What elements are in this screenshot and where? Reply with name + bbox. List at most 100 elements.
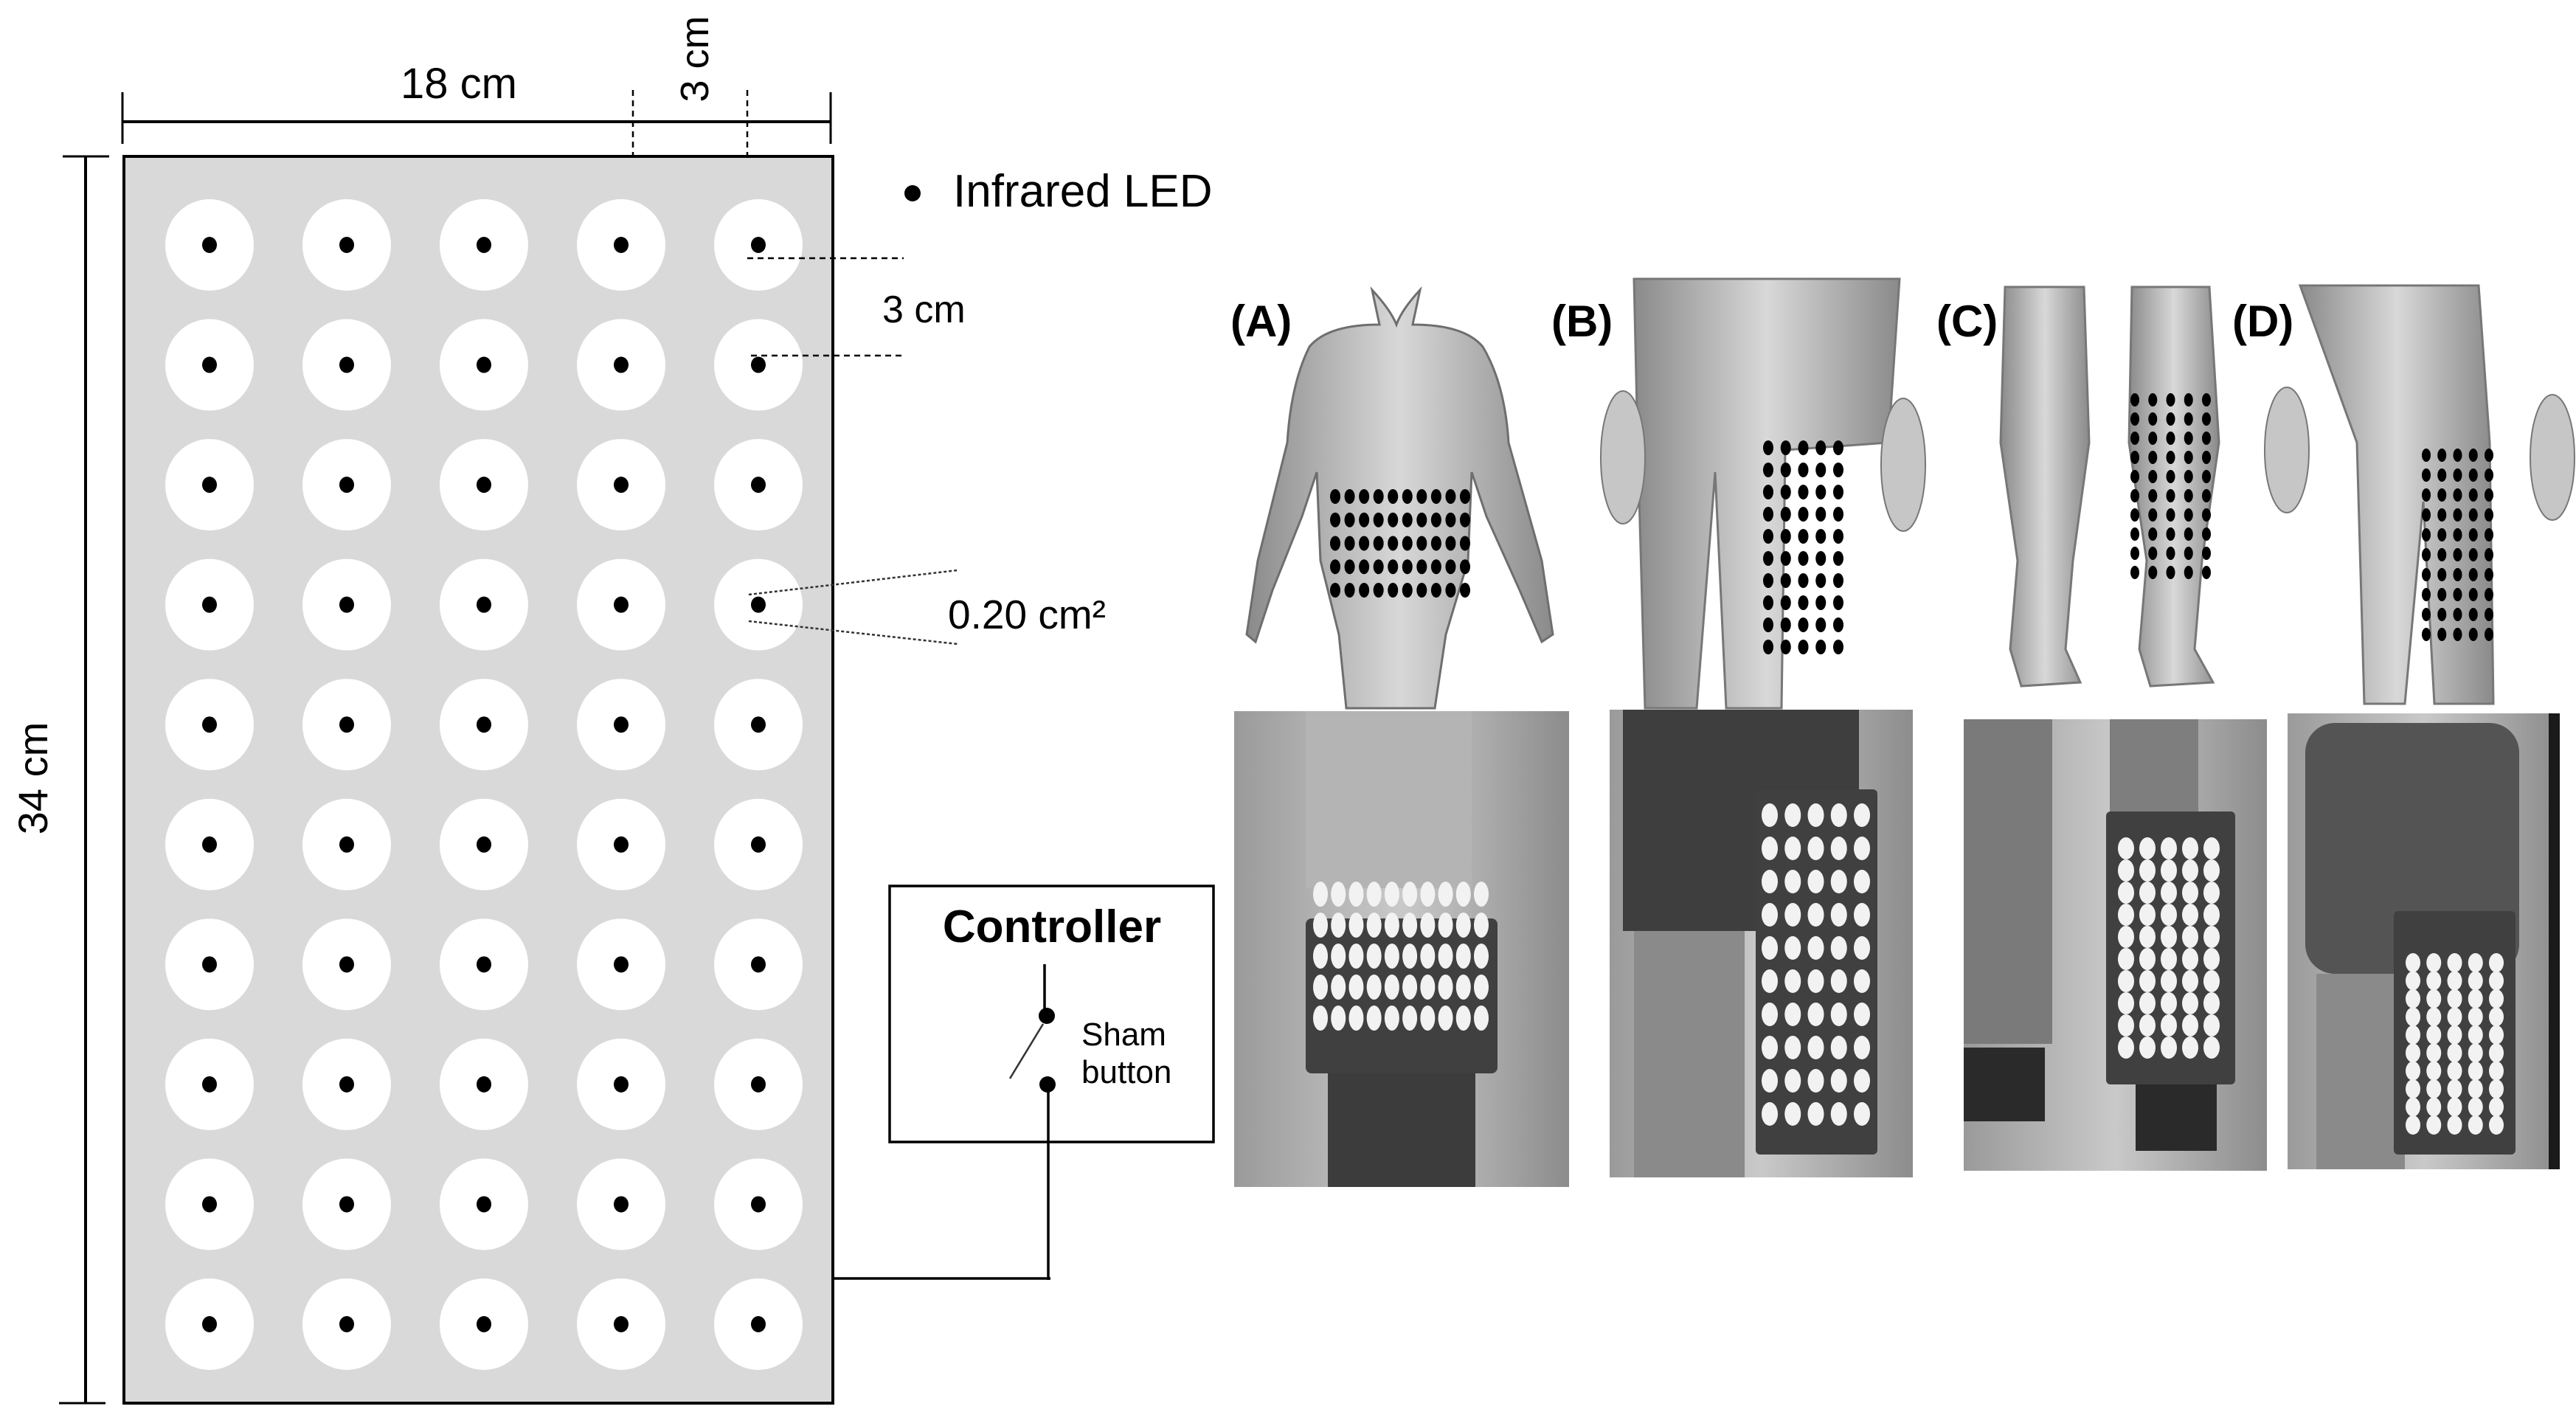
photo-led-spot: [2406, 971, 2420, 991]
led-grid: [165, 199, 803, 1370]
led-dot: [477, 956, 491, 973]
photo-led-spot: [1807, 1102, 1824, 1126]
led-marker: [2166, 566, 2175, 579]
led-marker: [2437, 608, 2447, 621]
led-marker: [2184, 432, 2193, 445]
led-cell: [440, 1158, 528, 1250]
led-cell: [440, 439, 528, 531]
led-marker: [1833, 640, 1843, 654]
led-cell: [714, 918, 803, 1011]
led-cell: [165, 439, 254, 531]
panel-b-label: (B): [1551, 297, 1613, 346]
led-marker: [2166, 432, 2175, 445]
photo-led-spot: [2203, 837, 2220, 859]
photo-d-led-grid: [2406, 953, 2504, 1135]
photo-led-spot: [2447, 1043, 2462, 1063]
led-dot: [339, 1196, 354, 1213]
led-marker: [1430, 559, 1441, 575]
led-marker: [1763, 595, 1773, 610]
led-marker: [1373, 536, 1384, 551]
led-cell: [165, 918, 254, 1011]
led-cell: [714, 798, 803, 890]
photo-led-spot: [2182, 837, 2198, 859]
photo-led-spot: [1420, 913, 1436, 938]
led-marker: [1402, 583, 1413, 598]
led-dot: [751, 956, 766, 973]
led-dot: [339, 716, 354, 733]
photo-led-spot: [1420, 882, 1436, 907]
led-cell: [165, 1038, 254, 1130]
led-marker: [1330, 489, 1340, 504]
photo-led-spot: [2139, 926, 2156, 948]
photo-led-spot: [1830, 936, 1847, 960]
photo-led-spot: [1331, 975, 1346, 1000]
photo-led-spot: [1807, 1036, 1824, 1059]
led-marker: [2468, 528, 2478, 541]
led-marker: [1763, 551, 1773, 566]
led-marker: [2485, 628, 2493, 641]
led-dot: [202, 1076, 217, 1093]
led-marker: [1780, 463, 1791, 477]
led-marker: [1833, 595, 1843, 610]
led-cell: [165, 199, 254, 291]
led-marker: [1359, 512, 1370, 527]
photo-led-spot: [2161, 859, 2177, 882]
photo-led-spot: [1784, 837, 1801, 860]
led-marker: [1388, 536, 1399, 551]
led-marker: [1330, 583, 1340, 598]
photo-led-spot: [1762, 1102, 1778, 1126]
led-marker: [2453, 488, 2462, 502]
led-marker: [1344, 489, 1355, 504]
led-dot: [339, 596, 354, 613]
photo-led-spot: [2447, 1115, 2462, 1135]
led-dot: [477, 1316, 491, 1332]
photo-led-spot: [1784, 1003, 1801, 1026]
photo-led-spot: [1331, 1006, 1346, 1031]
photo-led-spot: [2182, 992, 2198, 1014]
led-marker: [2130, 432, 2139, 445]
photo-b: [1610, 710, 1913, 1177]
photo-led-spot: [1402, 882, 1418, 907]
photo-led-spot: [1455, 913, 1471, 938]
led-dot: [477, 1196, 491, 1213]
led-cell: [714, 1158, 803, 1250]
photo-led-spot: [2203, 926, 2220, 948]
led-marker: [1460, 489, 1470, 504]
led-cell: [714, 439, 803, 531]
led-cell: [165, 798, 254, 890]
led-marker: [2437, 548, 2447, 561]
led-marker: [2166, 451, 2175, 464]
photo-led-spot: [2139, 859, 2156, 882]
photo-led-spot: [2426, 953, 2442, 972]
led-marker: [2422, 528, 2431, 541]
width-label: 18 cm: [401, 60, 517, 108]
photo-led-spot: [1830, 969, 1847, 993]
led-marker: [2202, 508, 2211, 522]
photo-led-spot: [2489, 1079, 2504, 1099]
led-dot: [477, 477, 491, 494]
led-marker: [2485, 588, 2493, 601]
led-marker: [1373, 512, 1384, 527]
led-marker: [1763, 463, 1773, 477]
led-marker: [2422, 628, 2431, 641]
led-marker: [2468, 548, 2478, 561]
led-marker: [1815, 551, 1827, 566]
led-dot: [202, 956, 217, 973]
photo-c: [1964, 719, 2267, 1171]
led-cell: [577, 319, 665, 411]
led-cell: [440, 798, 528, 890]
photo-led-spot: [2203, 992, 2220, 1014]
led-cell: [577, 679, 665, 771]
photo-led-spot: [2406, 953, 2420, 972]
photo-led-spot: [2406, 989, 2420, 1008]
photo-led-spot: [1784, 1069, 1801, 1093]
led-dot: [614, 1076, 629, 1093]
photo-led-spot: [1331, 913, 1346, 938]
photo-led-spot: [2118, 1014, 2134, 1036]
photo-led-spot: [1474, 913, 1489, 938]
led-marker: [2422, 548, 2431, 561]
led-marker: [2202, 451, 2211, 464]
led-marker: [2202, 527, 2211, 541]
panel-c-led-grid: [2130, 393, 2211, 579]
photo-led-spot: [1807, 803, 1824, 827]
